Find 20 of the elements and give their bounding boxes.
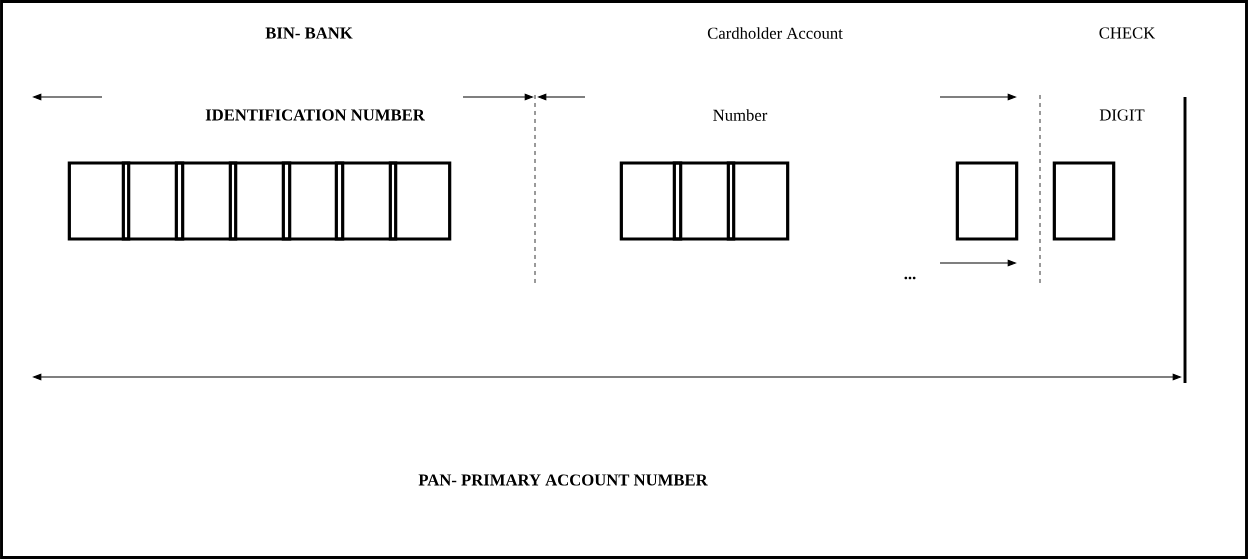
digit-box xyxy=(388,161,452,241)
label-text: PAN- PRIMARY ACCOUNT NUMBER xyxy=(418,474,708,486)
digit-box xyxy=(955,161,1019,241)
label-text: DIGIT xyxy=(1099,109,1145,121)
digit-box xyxy=(228,161,292,241)
digit-box xyxy=(334,161,398,241)
label-text: ... xyxy=(904,276,916,280)
digit-box xyxy=(121,161,185,241)
digit-box xyxy=(67,161,131,241)
digit-box xyxy=(1052,161,1116,241)
digit-box xyxy=(726,161,790,241)
label-text: Number xyxy=(713,109,768,121)
digit-box xyxy=(672,161,736,241)
label-text: BIN- BANK xyxy=(265,27,353,39)
label-text: IDENTIFICATION NUMBER xyxy=(205,109,425,121)
digit-box xyxy=(619,161,683,241)
label-text: CHECK xyxy=(1099,27,1156,39)
digit-box xyxy=(174,161,238,241)
digit-box xyxy=(281,161,345,241)
label-text: Cardholder Account xyxy=(707,27,843,39)
